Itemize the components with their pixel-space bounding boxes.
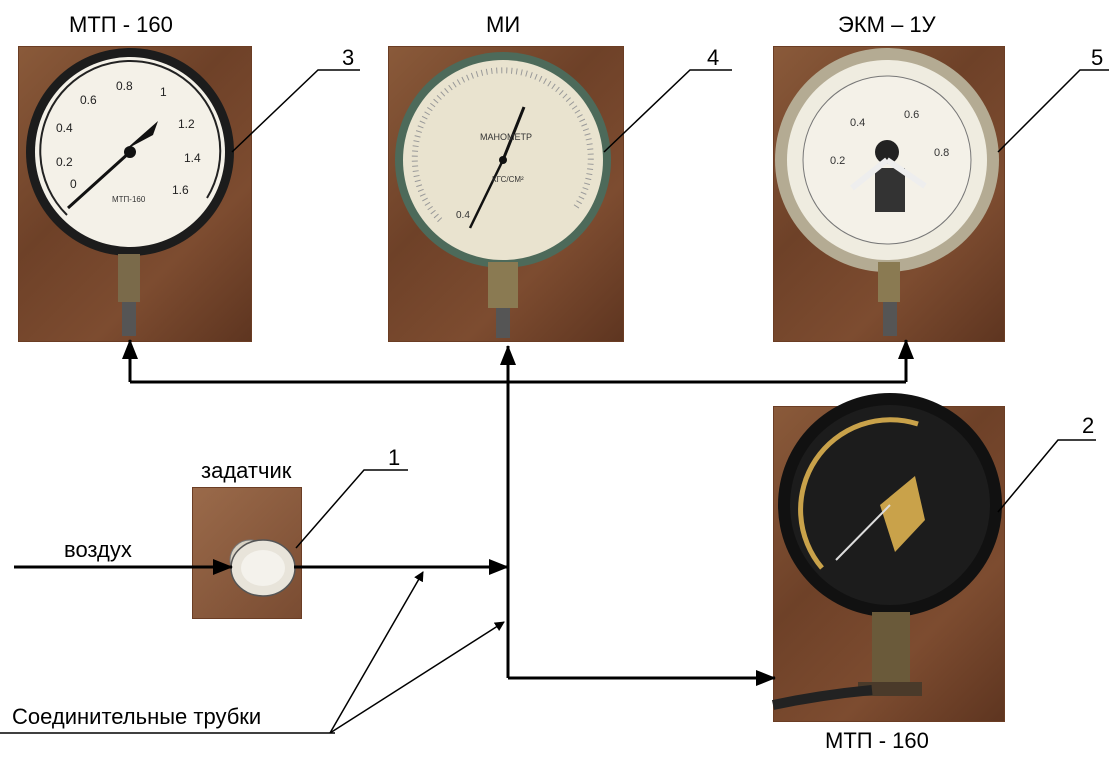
dial-value-text: 0.4 — [456, 210, 470, 221]
gauge-ekm: 0.2 0.4 0.6 0.8 — [775, 48, 999, 336]
callout-number-5: 5 — [1091, 45, 1103, 71]
dial-scale-0.4: 0.4 — [56, 121, 73, 135]
callout-number-3: 3 — [342, 45, 354, 71]
gauge-mtp160-bottom — [773, 393, 1002, 705]
dial-scale-1.2: 1.2 — [178, 117, 195, 131]
air-label: воздух — [64, 537, 132, 563]
callout-number-4: 4 — [707, 45, 719, 71]
connection-lines — [14, 340, 906, 678]
gauge-title-mtp160-top: МТП - 160 — [69, 12, 173, 38]
dial-scale-1.4: 1.4 — [184, 151, 201, 165]
dial-title-text: МАНОМЕТР — [480, 132, 532, 142]
setter-knob — [230, 540, 295, 596]
tubes-label: Соединительные трубки — [12, 704, 261, 730]
setter-title: задатчик — [201, 458, 291, 484]
dial-scale-0.6: 0.6 — [80, 93, 97, 107]
dial-scale-0: 0 — [70, 177, 77, 191]
dial-scale-1: 1 — [160, 85, 167, 99]
dial-scale-0.8: 0.8 — [934, 147, 949, 159]
dial-scale-0.4: 0.4 — [850, 117, 865, 129]
gauge-title-ekm: ЭКМ – 1У — [838, 12, 936, 38]
gauge-mtp160-top: 0 0.2 0.4 0.6 0.8 1 1.2 1.4 1.6 МТП-160 — [26, 48, 234, 336]
dial-scale-0.2: 0.2 — [56, 155, 73, 169]
gauge-title-mi: МИ — [486, 12, 520, 38]
dial-unit-text: КГС/СМ² — [492, 175, 524, 184]
dial-scale-0.6: 0.6 — [904, 109, 919, 121]
gauge-title-mtp160-bottom: МТП - 160 — [825, 728, 929, 754]
dial-scale-0.8: 0.8 — [116, 79, 133, 93]
callout-number-1: 1 — [388, 445, 400, 471]
dial-scale-0.2: 0.2 — [830, 155, 845, 167]
gauge-mi: МАНОМЕТР КГС/СМ² 0.4 — [395, 52, 611, 338]
dial-model-text: МТП-160 — [112, 195, 146, 204]
dial-scale-1.6: 1.6 — [172, 183, 189, 197]
callout-number-2: 2 — [1082, 413, 1094, 439]
